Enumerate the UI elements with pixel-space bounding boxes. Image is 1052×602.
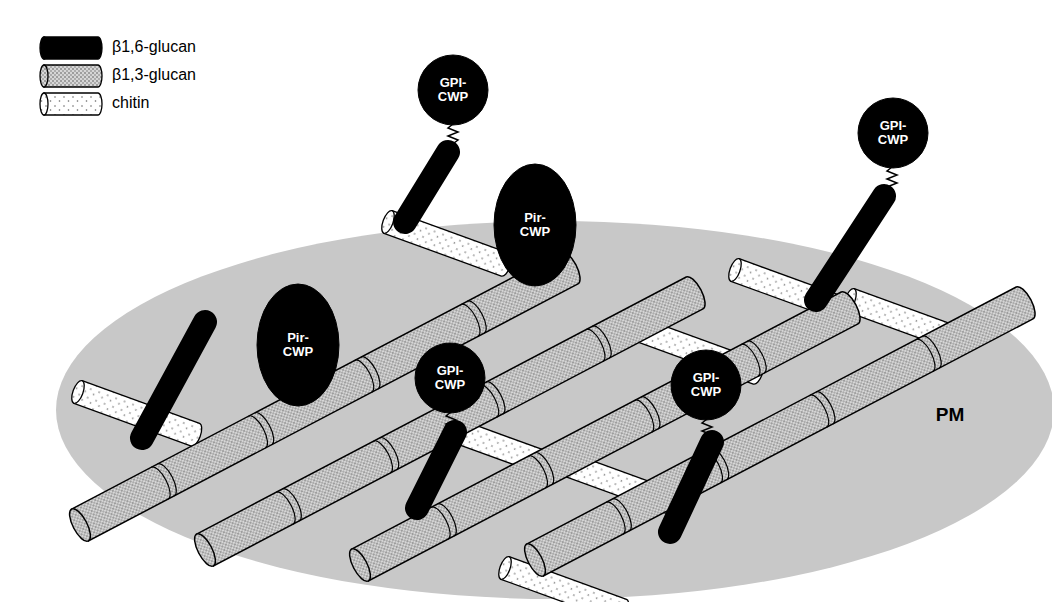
gpi-cwp-protein: GPI-CWP <box>670 349 742 421</box>
node-label: GPI-CWP <box>688 371 724 400</box>
node-label: Pir-CWP <box>514 211 556 240</box>
node-label: PM <box>936 405 965 426</box>
ellipse-fill <box>257 284 339 406</box>
gpi-cwp-protein: GPI-CWP <box>417 54 489 126</box>
node-label: GPI-CWP <box>432 364 468 393</box>
node-label: Pir-CWP <box>277 331 319 360</box>
node-label: GPI-CWP <box>875 119 911 148</box>
legend-swatches <box>40 37 102 115</box>
ellipse-fill <box>494 164 576 286</box>
node-label: GPI-CWP <box>435 76 471 105</box>
pir-cwp-protein: Pir-CWP <box>493 163 577 287</box>
pir-cwp-protein: Pir-CWP <box>256 283 340 407</box>
gpi-cwp-protein: GPI-CWP <box>857 97 929 169</box>
legend-label: β1,3-glucan <box>112 66 196 84</box>
circle-fill <box>415 343 485 413</box>
ellipse-fill <box>56 221 1052 599</box>
gpi-cwp-protein: GPI-CWP <box>414 342 486 414</box>
legend-label: chitin <box>112 94 149 112</box>
circle-fill <box>671 350 741 420</box>
circle-fill <box>858 98 928 168</box>
circle-fill <box>418 55 488 125</box>
legend-label: β1,6-glucan <box>112 38 196 56</box>
